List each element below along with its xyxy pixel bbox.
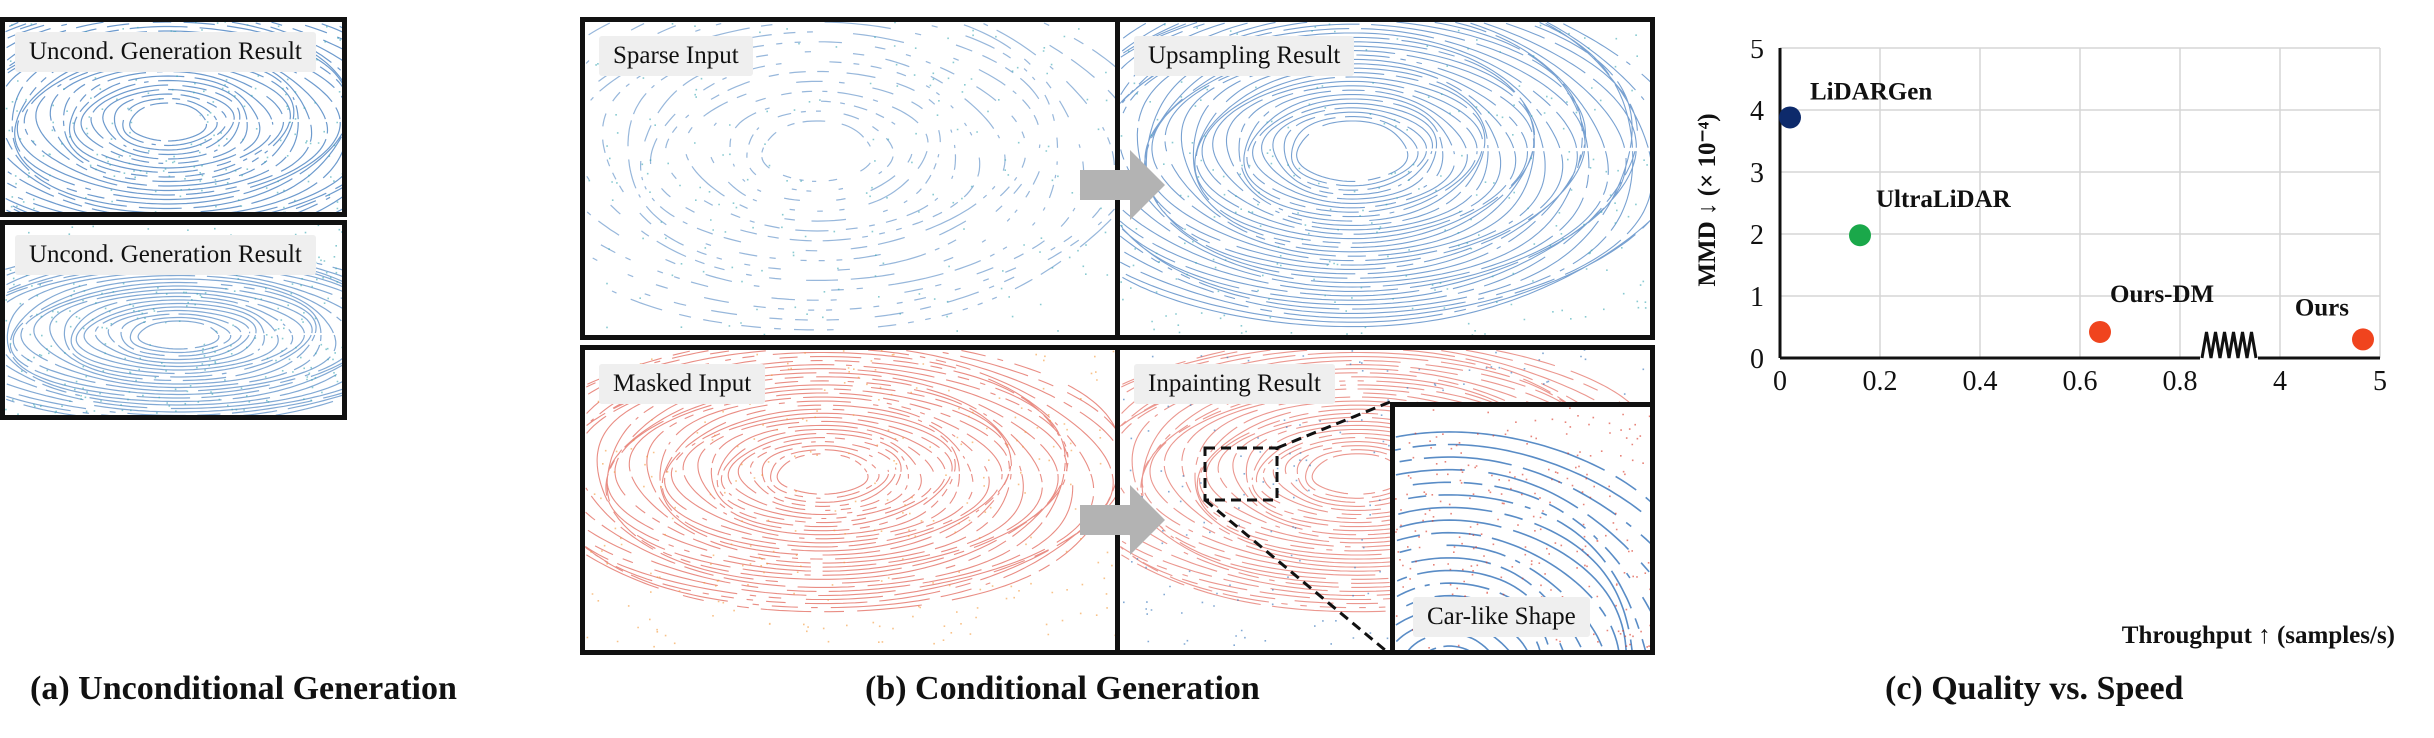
masked-input-panel: Masked Input [580, 345, 1120, 655]
x-tick-label: 0.8 [2163, 366, 2198, 397]
axis-break-zigzag [2200, 331, 2258, 359]
x-tick-label: 0.2 [1863, 366, 1898, 397]
y-tick-label: 1 [1750, 282, 1764, 313]
sparse-input-label: Sparse Input [599, 36, 753, 76]
right-arrow-icon [1080, 150, 1165, 220]
y-tick-label: 4 [1750, 96, 1764, 127]
upsampling-label: Upsampling Result [1134, 36, 1355, 76]
upsampling-panel: Upsampling Result [1115, 17, 1655, 340]
uncond-bottom-panel: Uncond. Generation Result [0, 220, 347, 420]
y-tick-label: 3 [1750, 158, 1764, 189]
y-axis-label: MMD ↓ (× 10⁻⁴) [1694, 113, 1721, 286]
x-tick-label: 5 [2373, 366, 2387, 397]
x-tick-label: 0.6 [2063, 366, 2098, 397]
x-axis-label: Throughput ↑ (samples/s) [2122, 622, 2395, 649]
point-label-lidargen: LiDARGen [1810, 78, 1932, 105]
point-cloud-scan [1120, 22, 1650, 335]
sensor-hole [142, 322, 215, 348]
point-cloud-sparse [585, 22, 1115, 335]
sensor-hole [782, 455, 864, 493]
inpainting-label: Inpainting Result [1134, 364, 1335, 404]
zoom-callout [1203, 400, 1391, 650]
quality-speed-chart: 0 0.2 0.4 0.6 0.8 4 5 0 1 2 3 4 5 LiDARGenUltraLiDAR… [1694, 40, 2395, 649]
point-cloud-upsampling [1120, 22, 1650, 335]
scan-rings [5, 246, 342, 415]
sensor-hole [767, 123, 867, 179]
sensor-hole [1444, 649, 1455, 650]
car-inset-panel: Car-like Shape [1390, 402, 1650, 650]
point-label-ultralidar: UltraLiDAR [1876, 186, 2012, 213]
sensor-hole [133, 104, 203, 140]
point-cloud-scan [585, 22, 1115, 335]
point-label-ours-dm: Ours-DM [2110, 281, 2214, 308]
masked-input-label: Masked Input [599, 364, 766, 404]
caption-b: (b) Conditional Generation [865, 670, 1260, 707]
scan-specks [1395, 407, 1650, 649]
chart-ticks: 0 0.2 0.4 0.6 0.8 4 5 0 1 2 3 4 5 [1750, 40, 2387, 397]
scan-rings [1120, 22, 1650, 328]
scan-rings [585, 350, 1115, 613]
point-ours [2352, 328, 2374, 351]
chart-axes [1778, 48, 2380, 362]
caption-a: (a) Unconditional Generation [30, 670, 457, 707]
x-tick-label: 4 [2273, 366, 2287, 397]
point-label-ours: Ours [2295, 294, 2349, 321]
point-cloud-scan [585, 350, 1115, 648]
point-lidargen [1779, 106, 1801, 129]
sensor-hole [1317, 455, 1399, 493]
point-ultralidar [1849, 224, 1871, 247]
inset-label: Car-like Shape [1413, 597, 1590, 637]
sparse-input-panel: Sparse Input [580, 17, 1120, 340]
caption-c: (c) Quality vs. Speed [1885, 670, 2184, 707]
point-cloud-masked [585, 350, 1115, 648]
scan-specks [588, 22, 1111, 335]
uncond-bottom-label: Uncond. Generation Result [15, 235, 316, 275]
uncond-top-panel: Uncond. Generation Result [0, 17, 347, 217]
y-tick-label: 5 [1750, 40, 1764, 65]
scan-rings [585, 22, 1115, 331]
scan-specks [586, 350, 1115, 648]
x-tick-label: 0.4 [1963, 366, 1998, 397]
y-tick-label: 0 [1750, 344, 1764, 375]
sensor-hole [1302, 123, 1402, 179]
x-tick-label: 0 [1773, 366, 1787, 397]
right-arrow-icon [1080, 485, 1165, 555]
inpainting-panel: Inpainting Result Car-like Shape [1115, 345, 1655, 655]
point-ours-dm [2089, 320, 2111, 343]
y-tick-label: 2 [1750, 220, 1764, 251]
uncond-top-label: Uncond. Generation Result [15, 32, 316, 72]
